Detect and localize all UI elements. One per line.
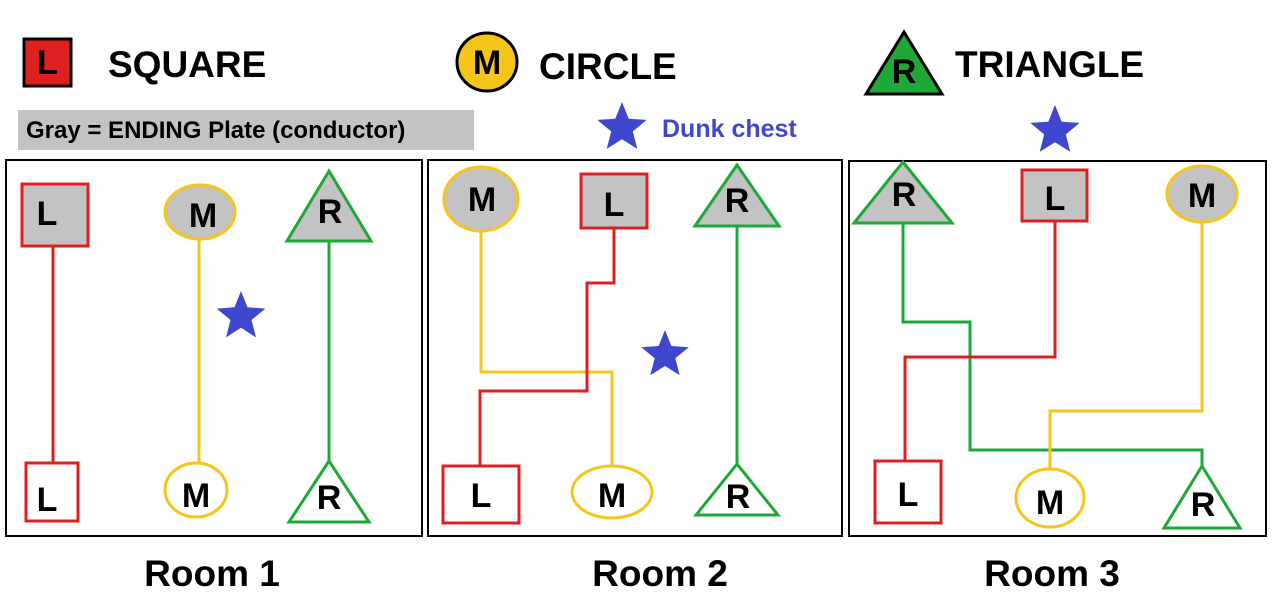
legend: L SQUARE M CIRCLE R TRIANGLE Gray = ENDI… (18, 29, 1144, 152)
plate-letter: L (37, 195, 58, 233)
plate-letter: M (189, 197, 217, 235)
plate-letter: L (1045, 180, 1066, 218)
plate-letter: L (898, 476, 919, 514)
legend-circle-letter: M (473, 44, 501, 82)
circle-icon (455, 31, 519, 93)
square-plate (24, 461, 80, 523)
plate-letter: M (468, 181, 496, 219)
triangle-icon (863, 29, 945, 96)
legend-square-letter: L (37, 44, 58, 82)
room-title: Room 1 (144, 553, 280, 594)
star-icon (597, 102, 647, 149)
plate-letter: L (471, 477, 492, 515)
gray-note-text: Gray = ENDING Plate (conductor) (26, 117, 405, 144)
legend-circle-label: CIRCLE (539, 46, 677, 87)
star-icon (641, 330, 689, 376)
circle-wire (1048, 222, 1204, 473)
plate-letter: M (1036, 484, 1064, 522)
plate-letter: R (317, 479, 342, 517)
square-plate (441, 464, 521, 525)
circle-plate-gray (442, 165, 520, 233)
room-title: Room 2 (592, 553, 728, 594)
plate-letter: R (726, 478, 751, 516)
triangle-plate (286, 458, 372, 524)
circle-plate (163, 461, 229, 519)
plate-letter: M (598, 477, 626, 515)
room-title: Room 3 (984, 553, 1120, 594)
circle-plate-gray (163, 183, 237, 241)
triangle-plate-gray (850, 159, 956, 225)
triangle-plate (692, 461, 782, 517)
square-icon (22, 37, 73, 88)
triangle-plate (1161, 463, 1243, 530)
room-frame (848, 160, 1267, 537)
circle-plate (1014, 467, 1086, 529)
triangle-plate-gray (692, 162, 782, 228)
square-wire (903, 221, 1057, 461)
plate-letter: R (318, 193, 343, 231)
square-plate-gray (579, 172, 649, 230)
plate-letter: M (182, 477, 210, 515)
room-3: R L M L M R Room 3 (848, 159, 1267, 594)
plate-letter: L (604, 186, 625, 224)
plate-letter: M (1188, 177, 1216, 215)
circle-plate (570, 464, 654, 520)
triangle-wire (901, 223, 1204, 466)
gray-note-box (18, 110, 474, 150)
legend-square-label: SQUARE (108, 44, 266, 85)
square-plate-gray (20, 182, 90, 248)
circle-wire (479, 231, 614, 466)
room-2: M L R L M R Room 2 (427, 159, 843, 594)
legend-triangle-letter: R (892, 53, 917, 91)
star-icon (216, 291, 266, 338)
plate-letter: L (37, 481, 58, 519)
plate-letter: R (1191, 486, 1216, 524)
plate-letter: R (892, 176, 917, 214)
room-frame (5, 159, 423, 537)
room-1: L M R L M R Room 1 (5, 159, 423, 594)
circle-plate-gray (1165, 164, 1239, 224)
plate-letter: R (725, 182, 750, 220)
star-note-text: Dunk chest (662, 115, 797, 143)
room-frame (427, 159, 843, 537)
legend-triangle-label: TRIANGLE (955, 44, 1144, 85)
triangle-plate-gray (284, 168, 374, 243)
star-icon (1030, 105, 1080, 152)
square-plate-gray (1020, 168, 1089, 223)
square-wire (478, 228, 616, 466)
square-plate (873, 459, 943, 525)
